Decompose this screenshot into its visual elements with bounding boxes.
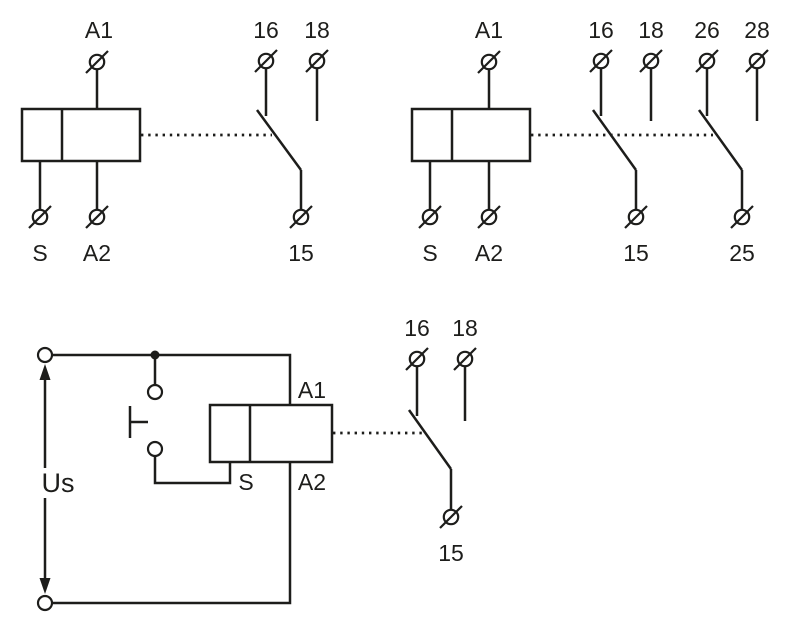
contact-blade-2 (697, 109, 744, 171)
supply-terminal-bottom (36, 594, 54, 612)
terminal-16 (404, 346, 430, 372)
label-15: 15 (623, 240, 649, 266)
label-16: 16 (588, 17, 614, 43)
label-s: S (422, 240, 437, 266)
wires (38, 69, 319, 210)
label-s: S (238, 469, 253, 495)
label-s: S (32, 240, 47, 266)
terminal-a1 (476, 49, 502, 75)
wires (428, 69, 759, 210)
terminal-16 (253, 48, 279, 74)
terminal-s (417, 204, 443, 230)
label-16: 16 (253, 17, 279, 43)
label-18: 18 (304, 17, 330, 43)
terminal-18 (452, 346, 478, 372)
terminal-a1 (84, 49, 110, 75)
terminal-15 (288, 204, 314, 230)
label-a2: A2 (83, 240, 111, 266)
coil-box (410, 107, 532, 163)
terminal-25 (729, 204, 755, 230)
terminal-16 (588, 48, 614, 74)
label-15: 15 (288, 240, 314, 266)
terminal-18 (304, 48, 330, 74)
diagram-relay-2co: A1 S A2 16 18 15 26 28 25 (410, 17, 770, 266)
label-a2: A2 (475, 240, 503, 266)
label-15: 15 (438, 540, 464, 566)
wires (52, 353, 467, 605)
contact-blade-1 (591, 109, 638, 171)
supply-terminal-top (36, 346, 54, 364)
terminal-a2 (476, 204, 502, 230)
terminal-28 (744, 48, 770, 74)
terminal-a2 (84, 204, 110, 230)
label-a1: A1 (85, 17, 113, 43)
contact-blade (407, 409, 453, 470)
junction-dot (150, 350, 160, 360)
label-26: 26 (694, 17, 720, 43)
terminal-15 (438, 504, 464, 530)
label-a2: A2 (298, 469, 326, 495)
label-16: 16 (404, 315, 430, 341)
terminal-26 (694, 48, 720, 74)
terminal-18 (638, 48, 664, 74)
pushbutton-contact-bottom (146, 440, 164, 458)
label-18: 18 (452, 315, 478, 341)
label-a1: A1 (475, 17, 503, 43)
coil-box (20, 107, 142, 163)
pushbutton-contact-top (146, 383, 164, 401)
label-28: 28 (744, 17, 770, 43)
diagram-relay-1co: A1 S A2 16 18 15 (20, 17, 330, 266)
label-25: 25 (729, 240, 755, 266)
terminal-s (27, 204, 53, 230)
arrowhead-up (39, 364, 51, 380)
contact-blade (255, 109, 303, 171)
label-18: 18 (638, 17, 664, 43)
terminal-15 (623, 204, 649, 230)
arrowhead-down (39, 578, 51, 594)
label-us: Us (42, 468, 75, 498)
coil-box (208, 403, 334, 464)
diagram-application-circuit: Us A1 S A2 16 18 15 (36, 315, 478, 612)
label-backing (36, 468, 82, 498)
label-a1: A1 (298, 377, 326, 403)
